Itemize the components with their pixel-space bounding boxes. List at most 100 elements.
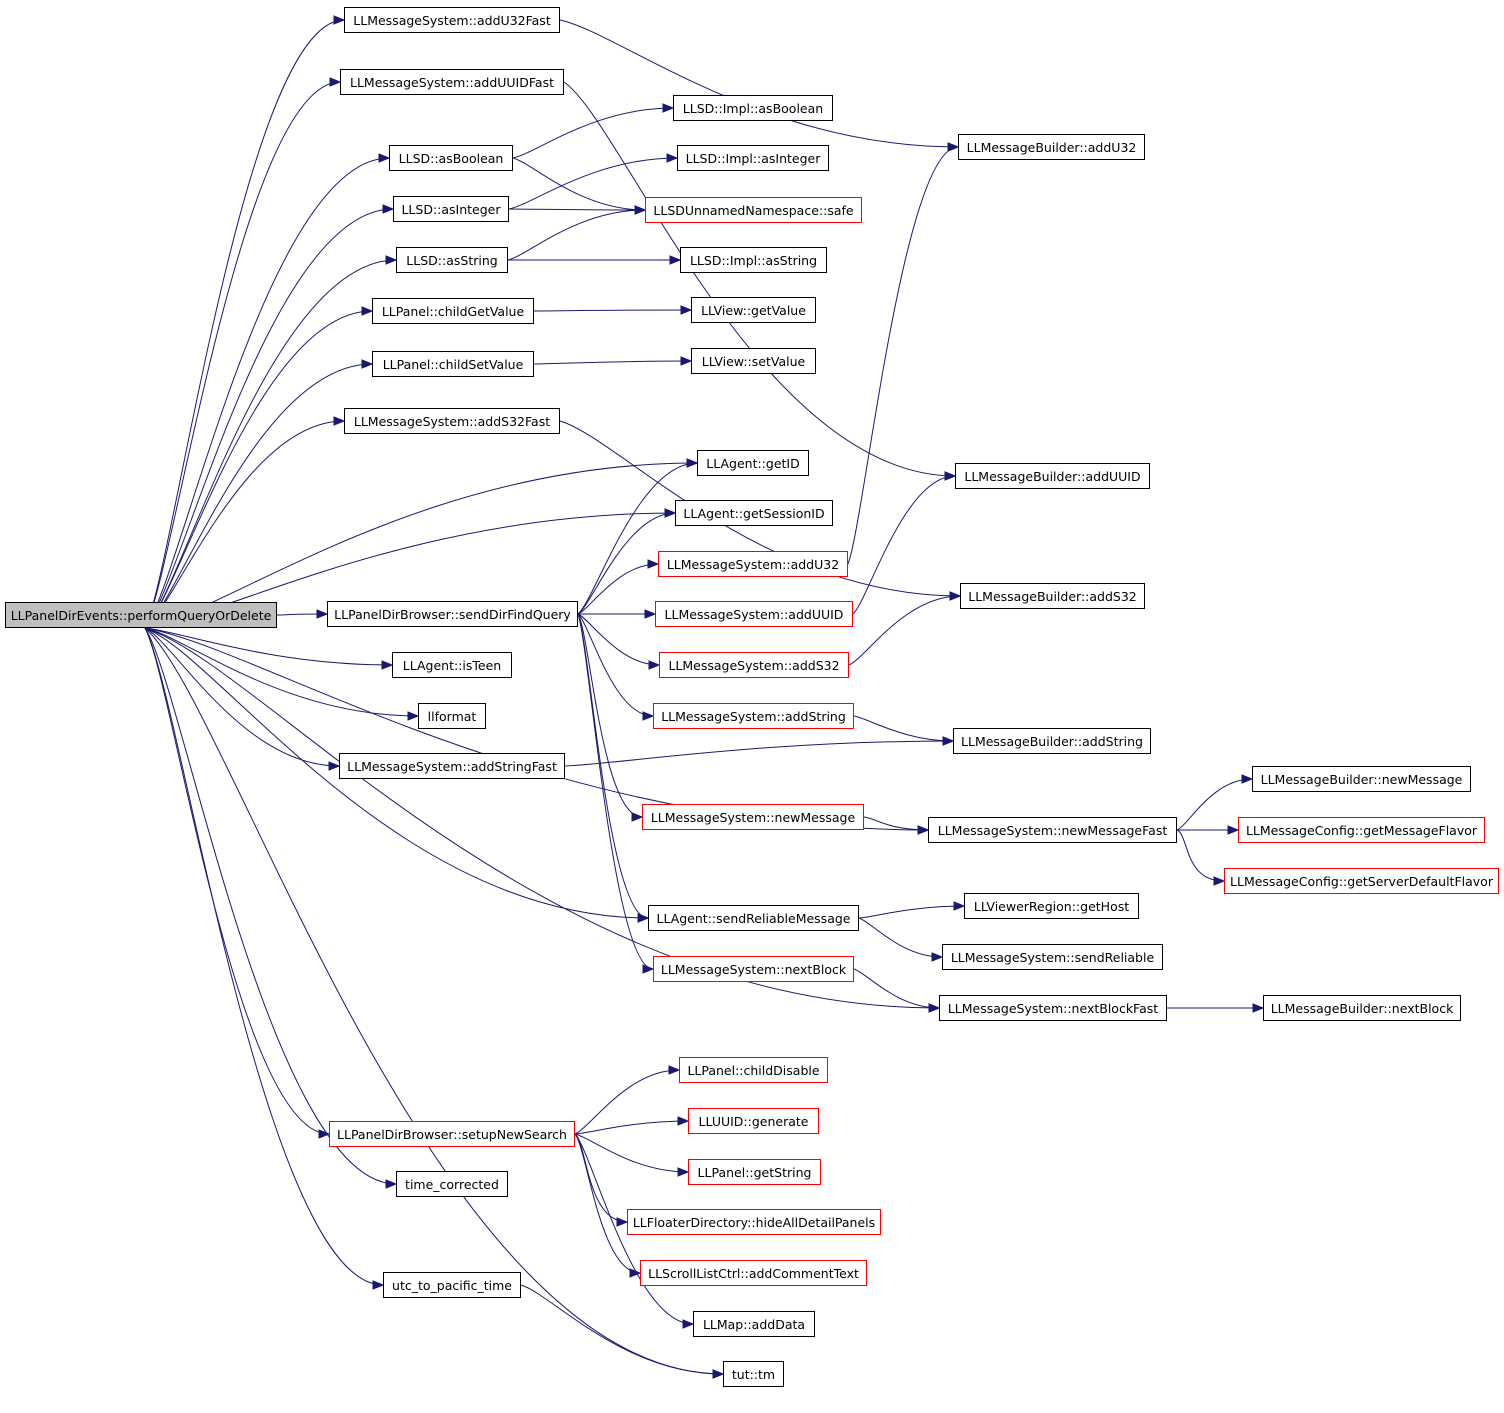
- edge-root-to-asBoolean: [144, 157, 390, 629]
- arrowhead-root-to-addStringFast: [328, 761, 341, 771]
- node-get-message-flavor[interactable]: LLMessageConfig::getMessageFlavor: [1238, 817, 1485, 843]
- node-mb-add-s32[interactable]: LLMessageBuilder::addS32: [960, 583, 1145, 609]
- node-time-corrected[interactable]: time_corrected: [396, 1171, 508, 1197]
- arrowhead-root-to-llformat: [407, 711, 420, 721]
- arrowhead-setupNewSearch-to-getString: [677, 1167, 690, 1177]
- node-mb-add-u32[interactable]: LLMessageBuilder::addU32: [958, 134, 1145, 160]
- node-tut-tm[interactable]: tut::tm: [723, 1361, 784, 1387]
- arrowhead-asBoolean-to-implAsBoolean: [662, 103, 675, 113]
- node-as-boolean[interactable]: LLSD::asBoolean: [389, 145, 513, 171]
- edge-root-to-time_corrected: [144, 627, 397, 1185]
- edge-msNextBlock-to-nextBlockFast: [853, 968, 940, 1009]
- node-impl-as-boolean[interactable]: LLSD::Impl::asBoolean: [673, 95, 833, 121]
- node-add-u32fast[interactable]: LLMessageSystem::addU32Fast: [344, 7, 560, 33]
- node-get-id[interactable]: LLAgent::getID: [697, 450, 809, 476]
- edge-addStringFast-to-mbAddString: [564, 740, 954, 767]
- edge-root-to-utc_to_pacific_time: [144, 627, 384, 1286]
- arrowhead-setupNewSearch-to-childDisable: [668, 1065, 681, 1075]
- edge-root-to-tutTm: [144, 627, 724, 1375]
- edge-root-to-addU32Fast: [144, 19, 345, 629]
- edge-root-to-asInteger: [144, 208, 394, 629]
- node-as-string[interactable]: LLSD::asString: [396, 247, 508, 273]
- node-set-value[interactable]: LLView::setValue: [691, 348, 816, 374]
- node-next-block-fast[interactable]: LLMessageSystem::nextBlockFast: [939, 995, 1167, 1021]
- edge-root-to-isTeen: [144, 627, 393, 666]
- node-as-integer[interactable]: LLSD::asInteger: [393, 196, 509, 222]
- edge-newMessageFast-to-getServerDefaultFlavor: [1176, 829, 1225, 882]
- node-ms-add-uuid[interactable]: LLMessageSystem::addUUID: [655, 601, 853, 627]
- arrowhead-sendDirFindQuery-to-msAddS32: [648, 660, 661, 670]
- node-is-teen[interactable]: LLAgent::isTeen: [392, 652, 512, 678]
- arrowhead-utc_to_pacific_time-to-tutTm: [712, 1369, 725, 1379]
- node-send-reliable[interactable]: LLMessageSystem::sendReliable: [942, 944, 1163, 970]
- node-mb-next-block[interactable]: LLMessageBuilder::nextBlock: [1263, 995, 1461, 1021]
- node-ms-add-string[interactable]: LLMessageSystem::addString: [653, 703, 854, 729]
- node-mb-add-string[interactable]: LLMessageBuilder::addString: [953, 728, 1151, 754]
- arrowhead-msAddString-to-mbAddString: [942, 736, 955, 746]
- node-ms-next-block[interactable]: LLMessageSystem::nextBlock: [653, 956, 854, 982]
- edge-sendDirFindQuery-to-msAddString: [577, 613, 654, 717]
- arrowhead-root-to-childGetValue: [361, 306, 374, 316]
- edge-addUUIDFast-to-mbAddUUID: [563, 81, 956, 477]
- edge-childGetValue-to-getValue: [533, 309, 692, 312]
- arrowhead-asInteger-to-implAsInteger: [666, 153, 679, 163]
- arrowhead-sendReliableMessage-to-sendReliable: [931, 952, 944, 962]
- edge-sendDirFindQuery-to-msNextBlock: [577, 613, 654, 970]
- edge-utc_to_pacific_time-to-tutTm: [520, 1284, 724, 1375]
- node-new-message-fast[interactable]: LLMessageSystem::newMessageFast: [928, 817, 1177, 843]
- arrowhead-root-to-time_corrected: [385, 1179, 398, 1189]
- arrowhead-msNewMessage-to-newMessageFast: [917, 825, 930, 835]
- edge-sendDirFindQuery-to-getSessionID: [577, 512, 676, 615]
- node-add-string-fast[interactable]: LLMessageSystem::addStringFast: [339, 753, 565, 779]
- node-send-dir-find-query[interactable]: LLPanelDirBrowser::sendDirFindQuery: [327, 601, 578, 627]
- node-safe[interactable]: LLSDUnnamedNamespace::safe: [645, 197, 862, 223]
- edge-sendDirFindQuery-to-msAddU32: [577, 563, 659, 615]
- edge-sendDirFindQuery-to-msAddS32: [577, 613, 660, 666]
- node-root[interactable]: LLPanelDirEvents::performQueryOrDelete: [5, 602, 277, 628]
- node-child-get-value[interactable]: LLPanel::childGetValue: [372, 298, 534, 324]
- arrowhead-sendDirFindQuery-to-msAddUUID: [644, 609, 657, 619]
- edge-addU32Fast-to-mbAddU32: [559, 19, 959, 148]
- edge-msAddS32-to-mbAddS32: [848, 595, 961, 666]
- node-get-server-default-flavor[interactable]: LLMessageConfig::getServerDefaultFlavor: [1224, 868, 1499, 894]
- node-add-comment-text[interactable]: LLScrollListCtrl::addCommentText: [640, 1260, 867, 1286]
- node-get-host[interactable]: LLViewerRegion::getHost: [964, 893, 1139, 919]
- node-setup-new-search[interactable]: LLPanelDirBrowser::setupNewSearch: [329, 1121, 575, 1147]
- node-mb-add-uuid[interactable]: LLMessageBuilder::addUUID: [955, 463, 1150, 489]
- node-child-set-value[interactable]: LLPanel::childSetValue: [372, 351, 534, 377]
- edge-root-to-sendReliableMessage: [144, 627, 649, 919]
- node-hide-all-detail-panels[interactable]: LLFloaterDirectory::hideAllDetailPanels: [627, 1209, 881, 1235]
- node-llformat[interactable]: llformat: [418, 703, 486, 729]
- arrowhead-root-to-childSetValue: [361, 359, 374, 369]
- node-child-disable[interactable]: LLPanel::childDisable: [679, 1057, 828, 1083]
- node-get-string[interactable]: LLPanel::getString: [688, 1159, 821, 1185]
- arrowhead-root-to-setupNewSearch: [318, 1129, 331, 1139]
- node-ms-add-u32[interactable]: LLMessageSystem::addU32: [658, 551, 848, 577]
- node-impl-as-string[interactable]: LLSD::Impl::asString: [680, 247, 827, 273]
- arrowhead-root-to-utc_to_pacific_time: [372, 1280, 385, 1290]
- node-generate[interactable]: LLUUID::generate: [688, 1108, 819, 1134]
- node-send-reliable-message[interactable]: LLAgent::sendReliableMessage: [648, 905, 859, 931]
- arrowhead-sendReliableMessage-to-getHost: [953, 901, 966, 911]
- node-add-uuidfast[interactable]: LLMessageSystem::addUUIDFast: [340, 69, 564, 95]
- arrowhead-msAddU32-to-mbAddU32: [947, 142, 960, 152]
- node-get-value[interactable]: LLView::getValue: [691, 297, 816, 323]
- node-get-session-id[interactable]: LLAgent::getSessionID: [675, 500, 833, 526]
- node-add-s32fast[interactable]: LLMessageSystem::addS32Fast: [344, 408, 560, 434]
- node-ms-add-s32[interactable]: LLMessageSystem::addS32: [659, 652, 849, 678]
- arrowhead-root-to-sendDirFindQuery: [316, 609, 329, 619]
- node-ms-new-message[interactable]: LLMessageSystem::newMessage: [642, 804, 864, 830]
- arrowhead-sendDirFindQuery-to-sendReliableMessage: [637, 913, 650, 923]
- edge-asBoolean-to-safe: [512, 157, 646, 211]
- edge-childSetValue-to-setValue: [533, 360, 692, 365]
- node-add-data[interactable]: LLMap::addData: [693, 1311, 815, 1337]
- node-mb-new-message[interactable]: LLMessageBuilder::newMessage: [1252, 766, 1471, 792]
- arrowhead-childSetValue-to-setValue: [680, 356, 693, 366]
- arrowhead-setupNewSearch-to-generate: [677, 1116, 690, 1126]
- node-impl-as-integer[interactable]: LLSD::Impl::asInteger: [677, 145, 829, 171]
- node-utc-to-pacific-time[interactable]: utc_to_pacific_time: [383, 1272, 521, 1298]
- edge-sendDirFindQuery-to-msNewMessage: [577, 613, 643, 818]
- arrowhead-msAddUUID-to-mbAddUUID: [944, 471, 957, 481]
- arrowhead-root-to-asInteger: [382, 204, 395, 214]
- edge-asString-to-safe: [507, 209, 646, 261]
